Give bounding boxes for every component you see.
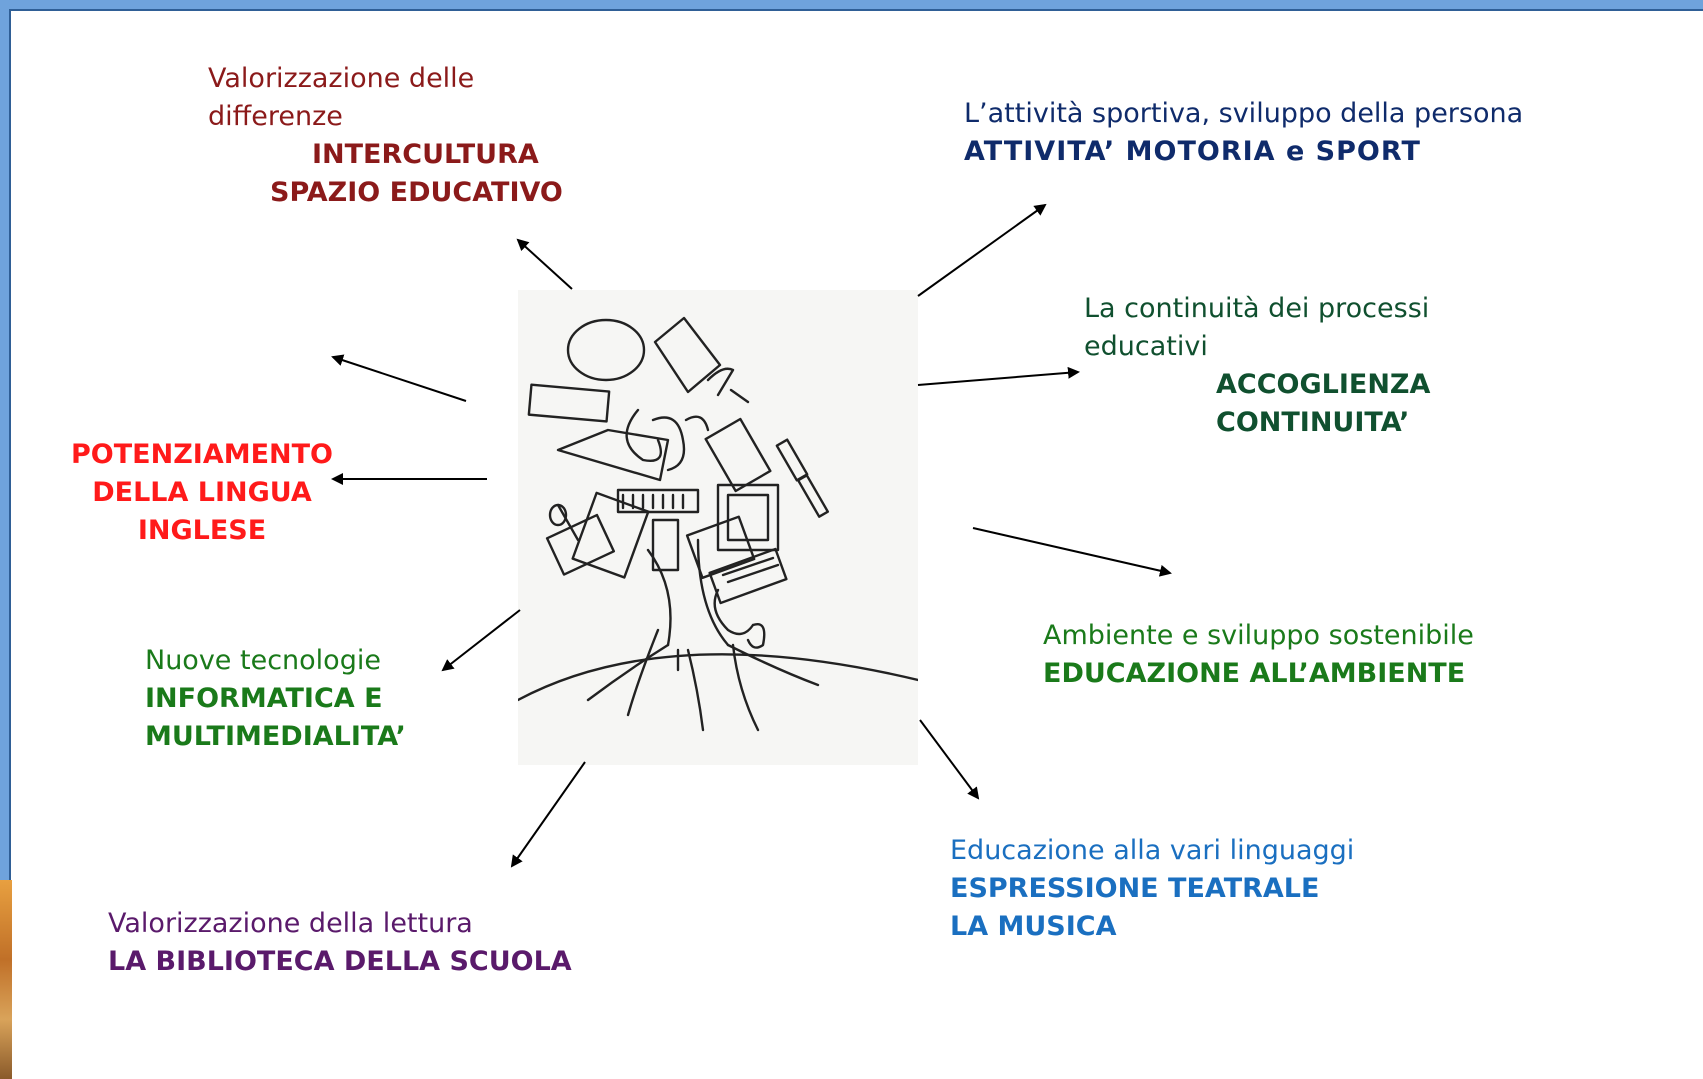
- label-continuita: La continuità dei processi educativi ACC…: [1084, 290, 1430, 442]
- label-continuita-bold1: ACCOGLIENZA: [1216, 369, 1431, 400]
- label-ambiente: Ambiente e sviluppo sostenibile EDUCAZIO…: [1043, 617, 1474, 693]
- label-sport: L’attività sportiva, sviluppo della pers…: [964, 95, 1523, 171]
- label-intercultura-line1: Valorizzazione delle: [208, 63, 475, 94]
- arrow-tecnologie: [441, 609, 521, 672]
- label-lettura: Valorizzazione della lettura LA BIBLIOTE…: [108, 905, 572, 981]
- arrow-continuita: [917, 366, 1080, 386]
- label-intercultura-bold2: SPAZIO EDUCATIVO: [270, 177, 563, 208]
- label-continuita-line2: educativi: [1084, 331, 1208, 362]
- label-sport-line1: L’attività sportiva, sviluppo della pers…: [964, 98, 1524, 129]
- label-lettura-line1: Valorizzazione della lettura: [108, 908, 473, 939]
- corner-decoration: [0, 880, 12, 1079]
- arrow-sport: [917, 203, 1047, 297]
- label-tecnologie-line1: Nuove tecnologie: [145, 645, 381, 676]
- label-inglese: POTENZIAMENTO DELLA LINGUA INGLESE: [52, 436, 352, 550]
- arrow-intercultura: [516, 238, 573, 290]
- label-tecnologie-bold1: INFORMATICA E: [145, 683, 383, 714]
- arrow-upper-left: [331, 354, 467, 402]
- tree-drawing-icon: [516, 290, 920, 765]
- label-linguaggi-bold1: ESPRESSIONE TEATRALE: [950, 873, 1320, 904]
- label-intercultura-line2: differenze: [208, 101, 343, 132]
- label-sport-bold1: ATTIVITA’ MOTORIA e SPORT: [964, 136, 1421, 167]
- label-intercultura: Valorizzazione delle differenze INTERCUL…: [208, 60, 563, 212]
- label-linguaggi-bold2: LA MUSICA: [950, 911, 1117, 942]
- label-continuita-line1: La continuità dei processi: [1084, 293, 1430, 324]
- label-ambiente-bold1: EDUCAZIONE ALL’AMBIENTE: [1043, 658, 1466, 689]
- label-continuita-bold2: CONTINUITA’: [1216, 407, 1410, 438]
- label-inglese-bold1: POTENZIAMENTO: [71, 439, 333, 470]
- label-inglese-bold2: DELLA LINGUA: [92, 477, 312, 508]
- arrow-lettura: [510, 761, 586, 868]
- label-linguaggi: Educazione alla vari linguaggi ESPRESSIO…: [950, 832, 1354, 946]
- label-inglese-bold3: INGLESE: [137, 515, 267, 546]
- label-tecnologie-bold2: MULTIMEDIALITA’: [145, 721, 406, 752]
- label-linguaggi-line1: Educazione alla vari linguaggi: [950, 835, 1355, 866]
- label-intercultura-bold1: INTERCULTURA: [312, 139, 539, 170]
- arrow-ambiente: [972, 527, 1172, 577]
- arrow-linguaggi: [919, 719, 980, 800]
- label-tecnologie: Nuove tecnologie INFORMATICA E MULTIMEDI…: [145, 642, 406, 756]
- label-lettura-bold1: LA BIBLIOTECA DELLA SCUOLA: [108, 946, 572, 977]
- label-ambiente-line1: Ambiente e sviluppo sostenibile: [1043, 620, 1474, 651]
